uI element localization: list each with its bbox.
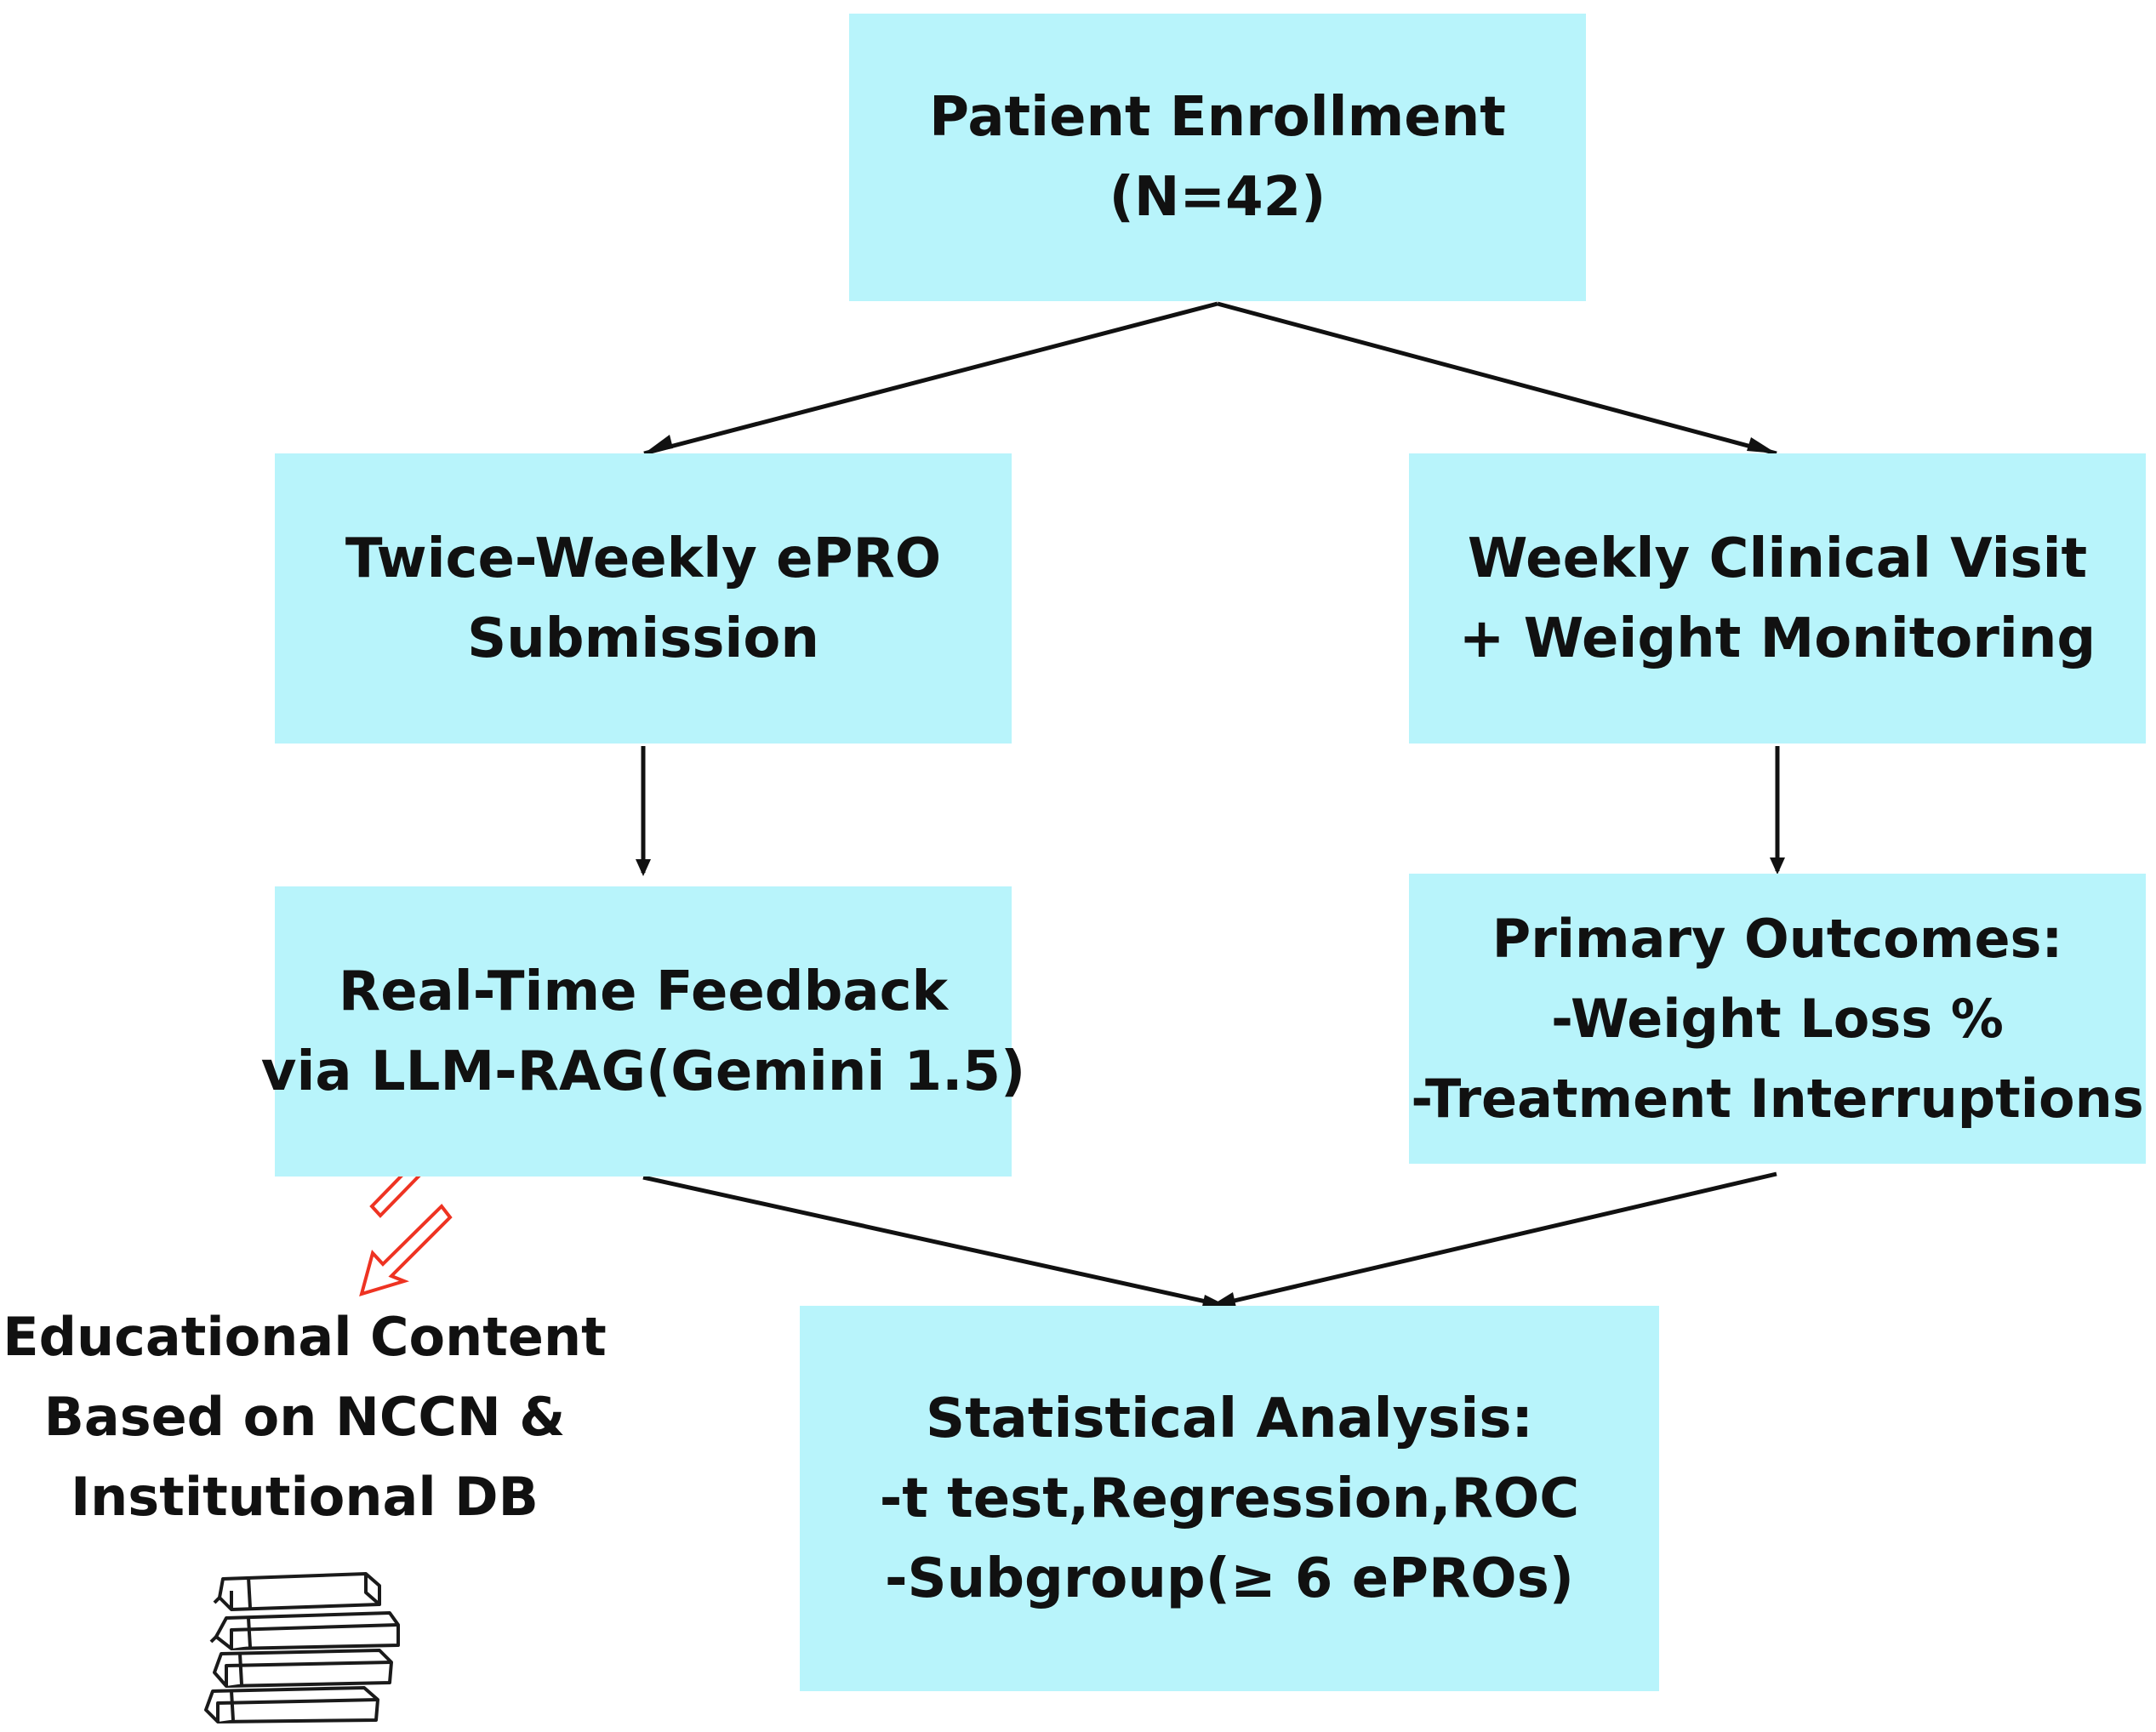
stack-of-books-icon [204,1572,400,1723]
node-text-line: Submission [467,607,819,670]
node-text-line: Weekly Clinical Visit [1467,527,2088,590]
edge-visit-to-outcomes [1770,746,1785,875]
node-primary-outcomes: Primary Outcomes: -Weight Loss % -Treatm… [1409,874,2146,1164]
node-statistical-analysis: Statistical Analysis: -t test,Regression… [800,1306,1659,1691]
node-text-line: Primary Outcomes: [1492,907,2063,970]
node-real-time-feedback: Real-Time Feedback via LLM-RAG(Gemini 1.… [261,886,1025,1177]
node-text-line: -t test,Regression,ROC [879,1467,1580,1530]
label-text-line: Institutional DB [71,1466,539,1528]
educational-content-label: Educational Content Based on NCCN & Inst… [0,1297,609,1537]
node-text-line: + Weight Monitoring [1458,607,2096,670]
node-text-line: Statistical Analysis: [925,1387,1534,1450]
label-text-line: Based on NCCN & [43,1386,566,1448]
node-text-line: Patient Enrollment [929,86,1506,149]
edge-enroll-to-visit [1217,301,1777,456]
node-text-line: -Weight Loss % [1551,987,2004,1050]
edge-epro-to-feedback [636,746,651,876]
node-text-line: (N=42) [1109,166,1326,229]
node-epro-submission: Twice-Weekly ePRO Submission [275,453,1012,744]
node-weekly-clinical-visit: Weekly Clinical Visit + Weight Monitorin… [1409,453,2146,744]
node-patient-enrollment: Patient Enrollment (N=42) [849,14,1586,301]
node-text-line: -Subgroup(≥ 6 ePROs) [884,1547,1575,1610]
node-text-line: Real-Time Feedback [338,960,949,1023]
edge-outcomes-to-stats [1211,1171,1777,1308]
node-text-line: via LLM-RAG(Gemini 1.5) [260,1040,1026,1103]
node-text-line: -Treatment Interruptions [1411,1067,2144,1130]
edge-enroll-to-epro [643,301,1218,456]
label-text-line: Educational Content [3,1306,607,1368]
edge-feedback-to-stats [642,1175,1227,1310]
node-text-line: Twice-Weekly ePRO [345,527,942,590]
